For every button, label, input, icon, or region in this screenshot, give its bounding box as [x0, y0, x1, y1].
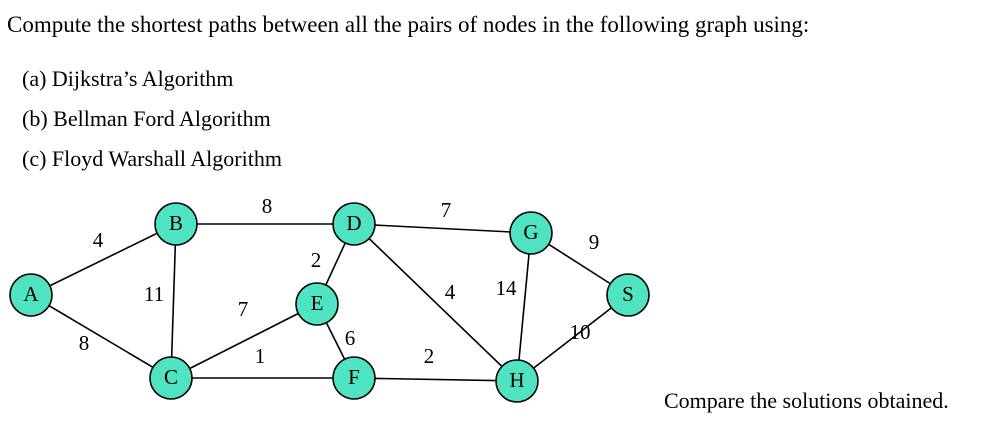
weight-label-d-g: 7	[441, 198, 452, 222]
node-label-s: S	[622, 282, 634, 306]
edge-h-s	[516, 294, 629, 382]
node-circle-h	[495, 359, 539, 403]
footer-instruction: Compare the solutions obtained.	[664, 388, 949, 413]
weight-label-b-c: 11	[144, 282, 164, 306]
node-circle-f	[332, 356, 376, 400]
node-label-c: C	[164, 365, 178, 389]
problem-statement: Compute the shortest paths between all t…	[7, 12, 810, 37]
node-label-d: D	[346, 211, 361, 235]
node-circle-s	[606, 273, 650, 317]
node-a: A	[9, 273, 53, 317]
node-circle-b	[154, 202, 198, 246]
edge-g-h	[516, 232, 532, 382]
weight-label-b-d: 8	[262, 194, 273, 218]
edge-d-h	[353, 223, 518, 382]
weight-label-d-h: 4	[445, 280, 456, 304]
weight-label-d-e: 2	[311, 248, 322, 272]
edge-f-h	[353, 377, 518, 382]
edge-c-e	[170, 303, 318, 379]
node-label-f: F	[348, 365, 360, 389]
option-dijkstra: (a) Dijkstra’s Algorithm	[22, 66, 234, 91]
edge-a-b	[30, 223, 177, 296]
weight-label-a-c: 8	[79, 331, 90, 355]
node-f: F	[332, 356, 376, 400]
node-e: E	[295, 282, 339, 326]
node-label-b: B	[169, 211, 183, 235]
weight-label-c-f: 1	[255, 344, 266, 368]
node-label-e: E	[311, 291, 324, 315]
node-g: G	[509, 211, 553, 255]
node-label-a: A	[23, 282, 39, 306]
weight-label-g-h: 14	[496, 276, 518, 300]
node-circle-d	[332, 202, 376, 246]
weight-label-h-s: 10	[570, 320, 591, 344]
option-floyd-warshall: (c) Floyd Warshall Algorithm	[22, 146, 282, 171]
weight-label-c-e: 7	[238, 297, 249, 321]
node-h: H	[495, 359, 539, 403]
weight-label-g-s: 9	[589, 230, 600, 254]
edge-d-g	[353, 223, 532, 234]
node-circle-e	[295, 282, 339, 326]
node-d: D	[332, 202, 376, 246]
weight-label-f-h: 2	[424, 344, 435, 368]
edge-b-c	[170, 223, 177, 379]
node-circle-c	[149, 356, 193, 400]
graph-nodes: A B C D E F G H S	[9, 202, 650, 403]
node-b: B	[154, 202, 198, 246]
node-circle-g	[509, 211, 553, 255]
option-bellman-ford: (b) Bellman Ford Algorithm	[22, 106, 271, 131]
weight-label-a-b: 4	[93, 228, 104, 252]
node-label-g: G	[523, 220, 538, 244]
weight-label-e-f: 6	[345, 326, 356, 350]
node-s: S	[606, 273, 650, 317]
node-c: C	[149, 356, 193, 400]
graph-edges	[30, 223, 629, 382]
node-circle-a	[9, 273, 53, 317]
edge-a-c	[30, 294, 172, 379]
node-label-h: H	[509, 368, 524, 392]
